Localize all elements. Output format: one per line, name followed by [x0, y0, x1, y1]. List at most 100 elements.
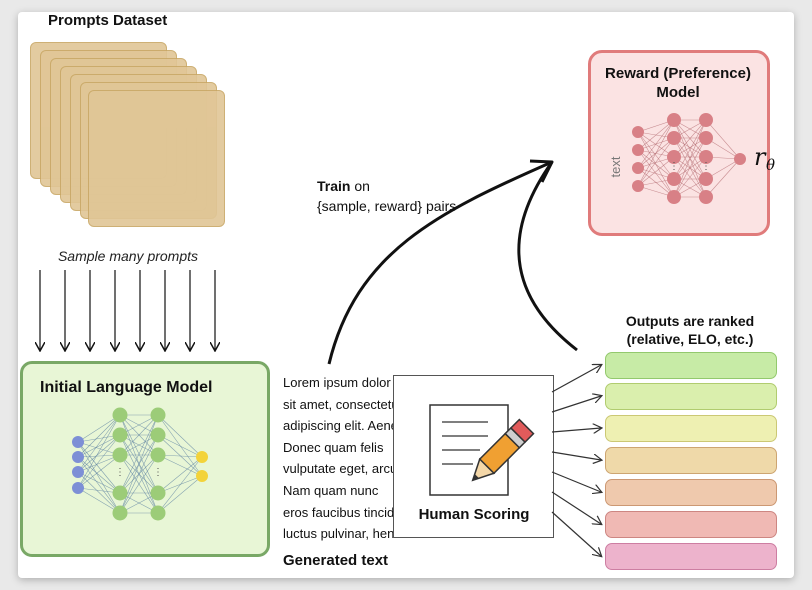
network-edge	[157, 456, 203, 494]
network-edge	[705, 158, 741, 198]
network-edge	[119, 414, 159, 456]
network-edge	[637, 137, 675, 187]
network-edge	[637, 119, 675, 187]
network-node	[150, 505, 166, 521]
network-edge	[157, 414, 203, 477]
network-edge	[637, 119, 675, 151]
sample-prompts-label: Sample many prompts	[57, 248, 199, 264]
generated-text-line: Nam quam nunc	[283, 482, 379, 498]
network-node	[196, 451, 208, 463]
generated-text-line: vulputate eget, arcu	[283, 461, 398, 477]
reward-output-subscript: θ	[766, 156, 775, 174]
network-node	[632, 180, 644, 192]
network-edge	[77, 434, 121, 458]
network-node	[667, 150, 681, 164]
train-label-rest: on	[350, 178, 370, 194]
network-node	[699, 131, 713, 145]
ranked-output-bar	[605, 511, 777, 538]
human-scoring-document-icon	[429, 404, 509, 496]
generated-text-line: luctus pulvinar, hendrerit	[283, 526, 408, 542]
network-node	[667, 172, 681, 186]
network-edge	[77, 487, 121, 514]
reward-output-symbol: r	[754, 143, 767, 171]
ranking-arrows	[551, 365, 601, 556]
network-edge	[77, 441, 121, 494]
network-node	[667, 113, 681, 127]
network-edge	[77, 441, 121, 514]
sample-arrows	[40, 270, 215, 350]
network-node	[150, 447, 166, 463]
ranking-arrow	[551, 365, 601, 393]
outputs-ranked-title: Outputs are ranked (relative, ELO, etc.)	[600, 312, 780, 348]
prompt-card	[88, 90, 225, 227]
network-edge	[77, 414, 121, 443]
network-edge	[637, 131, 675, 180]
reward-model-box	[588, 50, 770, 236]
generated-text-line: Donec quam felis	[283, 439, 384, 455]
generated-text-line: sit amet, consectetur	[283, 396, 403, 412]
network-edge	[157, 414, 203, 458]
reward-model-title-line1: Reward (Preference)	[605, 65, 751, 82]
outputs-ranked-title-line1: Outputs are ranked	[625, 313, 755, 329]
network-edge	[77, 454, 121, 489]
train-label-line2: {sample, reward} pairs	[317, 198, 457, 214]
train-arrow-curve	[327, 160, 553, 365]
diagram-canvas: Prompts Dataset Sample many prompts Init…	[18, 12, 794, 578]
network-node	[699, 113, 713, 127]
train-arrow-curve-2	[517, 161, 578, 352]
network-ellipsis: ⋮	[701, 161, 711, 172]
ranking-arrow	[551, 471, 601, 492]
network-ellipsis: ⋮	[153, 467, 163, 478]
network-edge	[77, 414, 121, 489]
network-node	[72, 436, 84, 448]
network-edge	[77, 414, 121, 473]
reward-model-network-icon: ⋮⋮	[632, 113, 746, 204]
initial-language-model-box	[20, 361, 270, 557]
network-node	[112, 505, 128, 521]
network-edge	[157, 475, 203, 514]
network-edge	[637, 156, 675, 187]
generated-text-line: Lorem ipsum dolor	[283, 375, 391, 390]
network-edge	[637, 149, 675, 180]
ranked-output-bar	[605, 415, 777, 442]
network-edge	[119, 454, 159, 514]
network-node	[667, 190, 681, 204]
network-edge	[673, 119, 707, 158]
ranking-arrow	[551, 451, 601, 460]
network-ellipsis: ⋮	[115, 467, 125, 478]
train-label-bold: Train	[317, 178, 351, 194]
network-node	[150, 407, 166, 423]
network-edge	[77, 454, 121, 473]
network-edge	[77, 414, 121, 458]
network-edge	[673, 119, 707, 180]
network-edge	[705, 119, 741, 160]
network-node	[150, 427, 166, 443]
generated-text-title: Generated text	[283, 552, 389, 569]
network-node	[72, 482, 84, 494]
network-edge	[673, 137, 707, 198]
network-node	[734, 153, 746, 165]
generated-text-line: eros faucibus tincidunt	[283, 504, 408, 520]
network-node	[699, 172, 713, 186]
train-arrowhead	[529, 159, 554, 183]
network-node	[632, 126, 644, 138]
network-edge	[77, 456, 121, 514]
language-model-network-icon: ⋮⋮	[72, 407, 208, 521]
generated-text-block: Lorem ipsum dolor sit amet, consectetur …	[283, 372, 408, 545]
ranked-output-bar	[605, 479, 777, 506]
diagram-overlay: ⋮⋮ ⋮⋮ text r θ	[18, 113, 775, 578]
network-edge	[637, 119, 675, 169]
ranking-arrow	[551, 428, 601, 432]
network-edge	[157, 454, 203, 477]
reward-model-input-label: text	[608, 156, 623, 177]
ranking-arrow	[551, 396, 601, 413]
network-edge	[77, 434, 121, 489]
prompts-dataset-title: Prompts Dataset	[48, 12, 168, 29]
ranked-output-bar	[605, 383, 777, 410]
ranked-output-bar	[605, 447, 777, 474]
network-edge	[673, 156, 707, 198]
network-edge	[673, 119, 707, 198]
outputs-ranked-title-line2: (relative, ELO, etc.)	[626, 331, 754, 347]
network-node	[632, 144, 644, 156]
network-node	[667, 131, 681, 145]
